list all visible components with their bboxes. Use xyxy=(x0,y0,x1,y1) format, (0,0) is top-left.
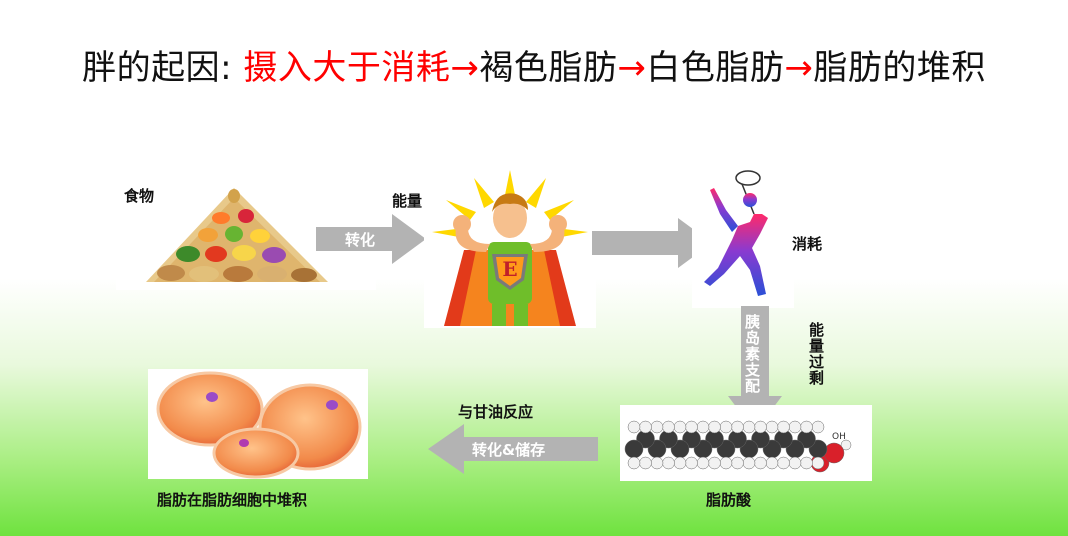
title-arrow-1: → xyxy=(450,48,480,88)
title-red-part: 摄入大于消耗 xyxy=(243,48,451,88)
molecule-atom xyxy=(719,456,733,470)
consume-label: 消耗 xyxy=(792,235,823,253)
molecule-oh-label: OH xyxy=(832,432,846,442)
molecule-atom xyxy=(673,456,687,470)
molecule-atom xyxy=(685,420,698,434)
molecule-atom xyxy=(742,456,756,470)
fatty-acid-molecule-image: OH xyxy=(620,405,872,481)
molecule-atom xyxy=(765,456,779,470)
title-part-4: 脂肪的堆积 xyxy=(813,48,986,88)
energy-surplus-label: 能量过剩 xyxy=(807,322,825,386)
title-arrow-3: → xyxy=(784,48,814,88)
molecule-atom xyxy=(662,420,675,434)
molecule-atom xyxy=(777,420,790,434)
molecule-atom xyxy=(823,442,845,464)
molecule-atom xyxy=(708,456,721,470)
title-part-3: 白色脂肪 xyxy=(646,48,785,88)
molecule-atom xyxy=(708,420,721,434)
molecule-atom xyxy=(685,456,698,470)
molecule-atom xyxy=(731,456,744,470)
molecule-atom xyxy=(788,420,802,434)
fat-storage-label: 脂肪在脂肪细胞中堆积 xyxy=(157,491,308,509)
arrow-insulin xyxy=(728,306,782,432)
arrow-convert xyxy=(316,214,426,264)
title-prefix: 胖的起因: xyxy=(82,48,244,88)
glycerol-reaction-label: 与甘油反应 xyxy=(458,403,534,421)
molecule-atom xyxy=(639,420,652,434)
badminton-player-image xyxy=(692,170,794,308)
molecule-atom xyxy=(742,420,756,434)
arrow-to-consume xyxy=(592,218,712,268)
molecule-atom xyxy=(650,420,664,434)
molecule-atom xyxy=(777,456,790,470)
molecule-atom xyxy=(811,420,825,434)
molecule-atom xyxy=(765,420,779,434)
energy-hero-image: E xyxy=(424,168,596,328)
molecule-atom xyxy=(696,420,710,434)
molecule-atom xyxy=(719,420,733,434)
title-arrow-2: → xyxy=(617,48,647,88)
molecule-atom xyxy=(840,439,852,451)
molecule-atom xyxy=(754,420,767,434)
molecule-atom xyxy=(627,420,641,434)
molecule-atom xyxy=(800,456,813,470)
food-label: 食物 xyxy=(124,187,155,205)
fatty-acid-label: 脂肪酸 xyxy=(706,491,752,509)
molecule-atom xyxy=(639,456,652,470)
title-part-2: 褐色脂肪 xyxy=(479,48,618,88)
fat-cells-image xyxy=(148,369,368,479)
molecule-atom xyxy=(650,456,664,470)
molecule-atom xyxy=(624,439,644,459)
molecule-atom xyxy=(800,420,813,434)
energy-label: 能量 xyxy=(392,192,423,210)
molecule-atom xyxy=(754,456,767,470)
arrow-convert-store-label: 转化&储存 xyxy=(472,441,546,459)
molecule-atom xyxy=(731,420,744,434)
arrow-convert-store xyxy=(428,424,598,474)
arrow-convert-label: 转化 xyxy=(345,231,376,249)
svg-text:E: E xyxy=(502,257,517,281)
molecule-atom xyxy=(696,456,710,470)
arrow-insulin-label: 胰岛素支配 xyxy=(743,314,761,394)
molecule-atom xyxy=(627,456,641,470)
molecule-atom xyxy=(673,420,687,434)
molecule-atom xyxy=(788,456,802,470)
page-title: 胖的起因: 摄入大于消耗→褐色脂肪→白色脂肪→脂肪的堆积 xyxy=(0,40,1068,89)
molecule-atom xyxy=(811,456,825,470)
molecule-atom xyxy=(662,456,675,470)
